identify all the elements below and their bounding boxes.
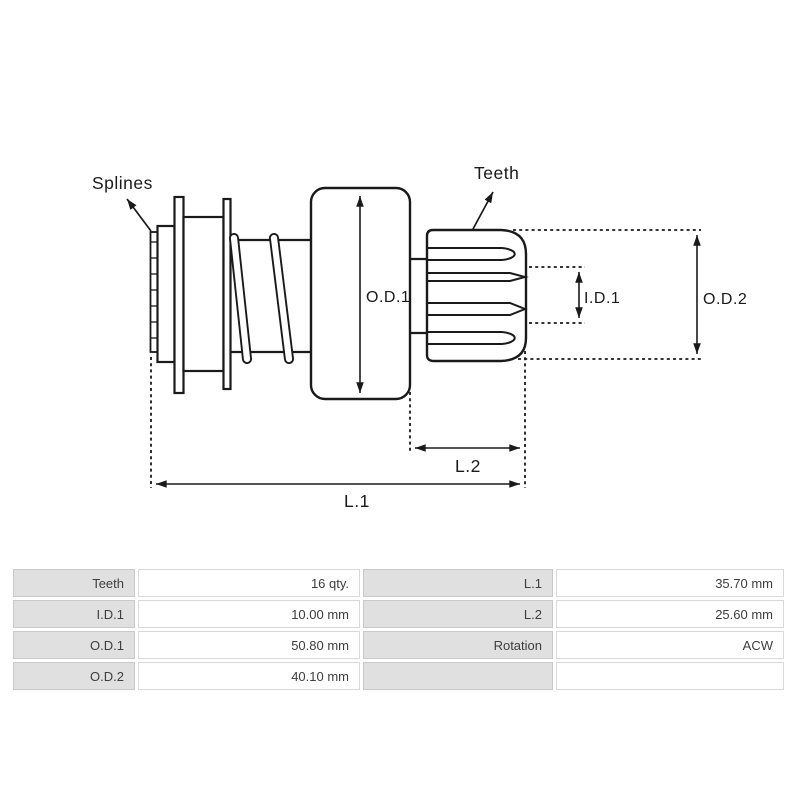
hub-cylinder: [182, 215, 225, 373]
spec-label-cell: L.1: [363, 569, 553, 597]
spec-value-cell: 35.70 mm: [556, 569, 784, 597]
l2-label: L.2: [455, 456, 481, 476]
spec-label-cell: [363, 662, 553, 690]
spec-row: I.D.1 10.00 mm L.2 25.60 mm: [13, 600, 784, 628]
spec-label-cell: L.2: [363, 600, 553, 628]
spline-hatch-marks: [150, 241, 158, 339]
teeth-label: Teeth: [474, 163, 519, 183]
spec-label-cell: O.D.1: [13, 631, 135, 659]
spec-value-cell: 16 qty.: [138, 569, 360, 597]
spec-value-cell: 10.00 mm: [138, 600, 360, 628]
tooth-pointed-tip: [428, 302, 528, 316]
spec-row: O.D.2 40.10 mm: [13, 662, 784, 690]
rear-flange-disc: [222, 197, 232, 391]
spec-value-cell: [556, 662, 784, 690]
starter-drive-line-drawing: Splines Teeth O.D.1 I.: [92, 163, 747, 511]
splines-leader-arrow: [126, 198, 152, 232]
drive-assembly: [149, 186, 529, 401]
spring-coil-fill: [270, 234, 293, 363]
spec-table: Teeth 16 qty. L.1 35.70 mm I.D.1 10.00 m…: [10, 566, 787, 693]
spec-value-cell: ACW: [556, 631, 784, 659]
pinion-gear-body: [425, 228, 528, 363]
spec-label-cell: Rotation: [363, 631, 553, 659]
extension-lines: [150, 229, 701, 488]
od2-label: O.D.2: [703, 291, 747, 308]
spring-coils: [229, 233, 294, 364]
spec-value-cell: 40.10 mm: [138, 662, 360, 690]
spec-row: O.D.1 50.80 mm Rotation ACW: [13, 631, 784, 659]
pinion-gear: [425, 228, 529, 363]
od1-label: O.D.1: [366, 289, 410, 306]
spec-label-cell: Teeth: [13, 569, 135, 597]
spec-value-cell: 50.80 mm: [138, 631, 360, 659]
spec-row: Teeth 16 qty. L.1 35.70 mm: [13, 569, 784, 597]
front-flange-disc: [173, 195, 185, 395]
tooth-pointed-tip: [428, 272, 529, 282]
tooth-round-cap: [501, 331, 516, 345]
tooth-round-cap: [501, 247, 516, 261]
pinion-stub-shaft: [410, 257, 428, 335]
gear-teeth-lines: [428, 247, 529, 345]
id1-label: I.D.1: [584, 290, 620, 307]
dimension-arrows: [155, 195, 701, 488]
spline-hub: [156, 224, 176, 364]
splines-label: Splines: [92, 173, 153, 193]
technical-diagram: Splines Teeth O.D.1 I.: [92, 163, 747, 511]
spec-label-cell: O.D.2: [13, 662, 135, 690]
spec-value-cell: 25.60 mm: [556, 600, 784, 628]
spec-label-cell: I.D.1: [13, 600, 135, 628]
spring-coil-fill: [230, 234, 251, 363]
callouts: [126, 191, 494, 232]
l1-label: L.1: [344, 491, 370, 511]
teeth-leader-arrow: [472, 191, 494, 230]
